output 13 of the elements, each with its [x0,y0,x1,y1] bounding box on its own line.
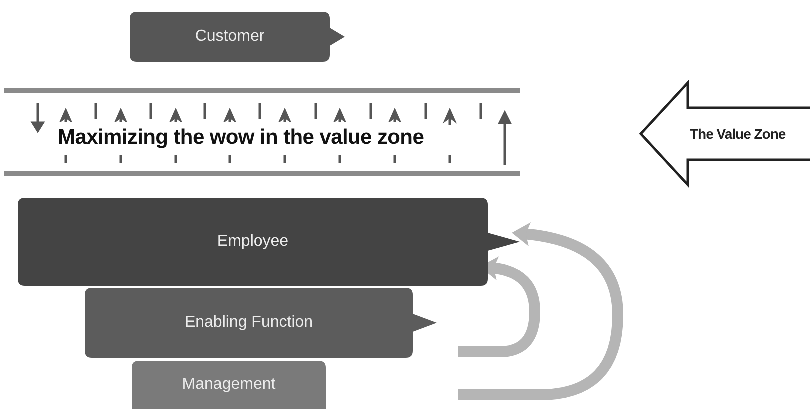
box-label: The Value Zone [690,124,786,144]
box-label: Management [182,375,276,395]
box-label: Customer [195,27,265,47]
callout-box [130,12,345,62]
value-band [4,88,520,176]
callout-box [18,198,520,286]
curved-arrow [458,256,540,358]
box-label: Enabling Function [184,313,314,333]
callout-box [85,288,437,358]
callout-box [132,361,326,409]
left-arrow-callout [638,80,810,188]
curved-arrow [458,222,624,400]
box-label: Employee [217,232,289,252]
